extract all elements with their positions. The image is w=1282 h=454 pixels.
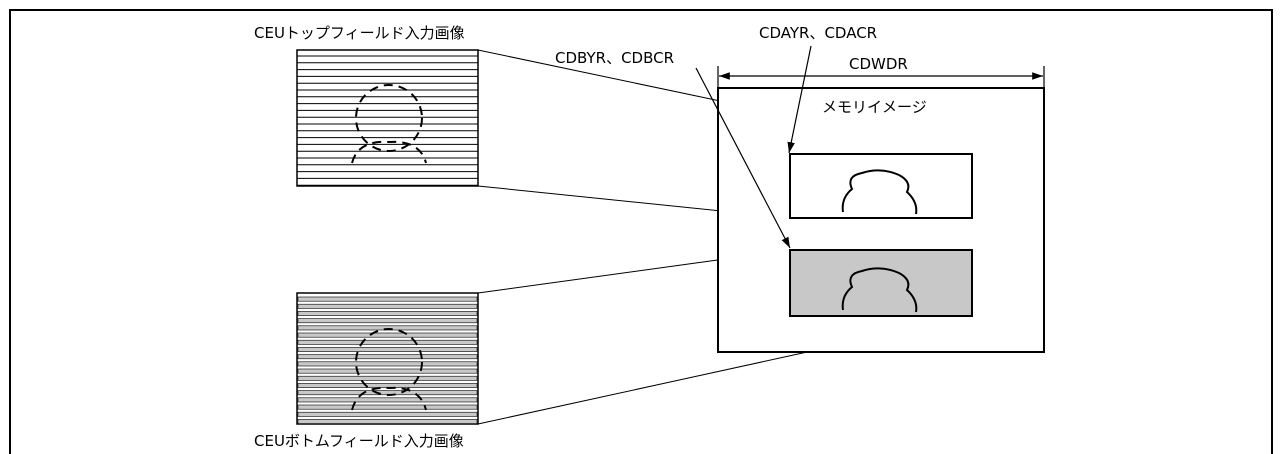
scanline-band	[297, 397, 478, 403]
cdayr-pointer-arrow	[787, 45, 812, 154]
memory-image-label: メモリイメージ	[822, 98, 927, 116]
scanline-band	[297, 411, 478, 417]
memory-bottom-region	[789, 249, 973, 317]
cdwdr-label: CDWDR	[849, 55, 908, 73]
scanline-band	[297, 303, 478, 309]
scanline-band	[297, 361, 478, 367]
scanline-band	[297, 368, 478, 374]
scanline-band	[297, 296, 478, 302]
scanline-band	[297, 354, 478, 360]
scanline-band	[297, 332, 478, 338]
memory-top-region	[789, 153, 973, 219]
scanline-band	[297, 347, 478, 352]
scanline-band	[297, 375, 478, 381]
person-figure-top	[351, 84, 427, 164]
figure-frame	[9, 9, 1273, 454]
cdbyr-pointer-arrow	[695, 67, 791, 249]
top-field-image-label: CEUトップフィールド入力画像	[254, 24, 465, 42]
scanline-band	[297, 318, 478, 324]
scanline-band	[297, 419, 478, 424]
cdbyr-cdbcr-label: CDBYR、CDBCR	[555, 49, 674, 67]
bottom-field-image	[296, 292, 479, 425]
bottom-field-image-label: CEUボトムフィールド入力画像	[254, 432, 464, 450]
scanline-band	[297, 311, 478, 316]
cdayr-cdacr-label: CDAYR、CDACR	[759, 24, 877, 42]
scanline-band	[297, 339, 478, 345]
person-figure-bottom	[351, 328, 427, 411]
top-field-image	[296, 49, 479, 187]
scanline-band	[297, 404, 478, 410]
